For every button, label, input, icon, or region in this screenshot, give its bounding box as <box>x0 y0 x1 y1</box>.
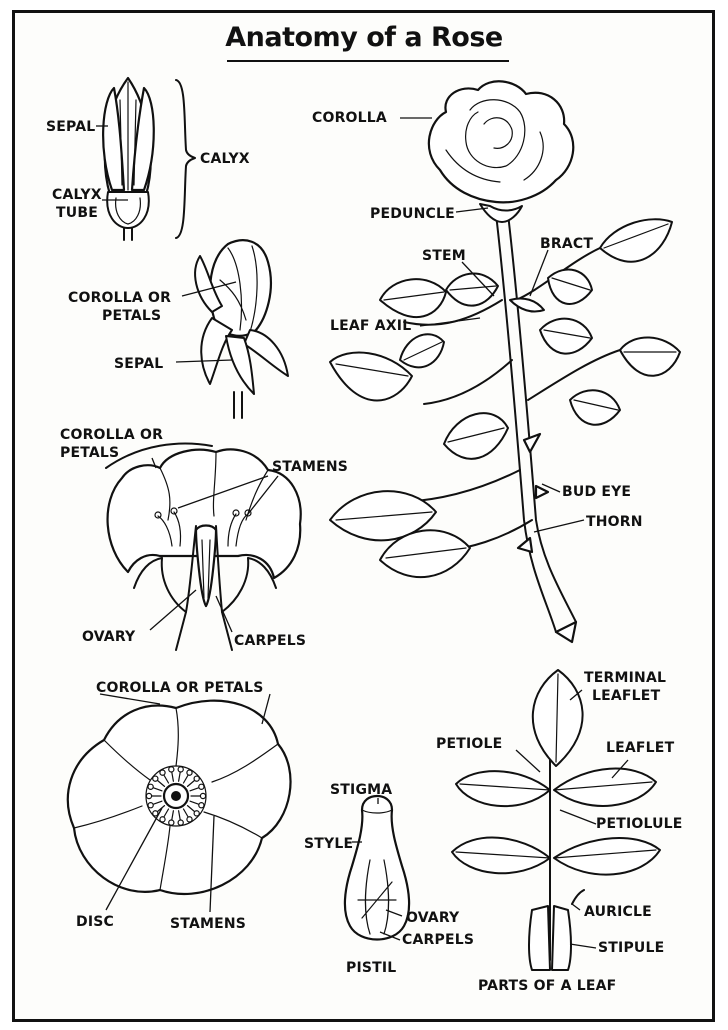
stamen-anther <box>200 793 205 798</box>
label-top-stamens: STAMENS <box>170 916 246 932</box>
label-leaf-axil: LEAF AXIL <box>330 318 411 334</box>
label-disc: DISC <box>76 914 114 930</box>
label-pistil-ovary: OVARY <box>406 910 460 926</box>
top-view-flower-drawing <box>68 701 291 894</box>
pistil-drawing <box>345 796 409 940</box>
label-terminal-1: TERMINAL <box>584 670 666 686</box>
label-calyx-tube-1: CALYX <box>52 187 102 203</box>
stamen-anther <box>178 767 183 772</box>
label-calyx-tube-2: TUBE <box>56 205 98 221</box>
label-style: STYLE <box>304 836 353 852</box>
label-auricle: AURICLE <box>584 904 652 920</box>
stamen-anther <box>160 770 165 775</box>
label-calyx: CALYX <box>200 151 250 167</box>
label-section-ovary: OVARY <box>82 629 136 645</box>
label-bud-corolla-2: PETALS <box>102 308 161 324</box>
label-pistil: PISTIL <box>346 960 396 976</box>
label-stem: STEM <box>422 248 466 264</box>
label-bud-eye: BUD EYE <box>562 484 631 500</box>
stamen-anther <box>178 820 183 825</box>
label-petiole: PETIOLE <box>436 736 502 752</box>
label-leaflet: LEAFLET <box>606 740 675 756</box>
stamen-anther <box>187 770 192 775</box>
stamen-anther <box>169 820 174 825</box>
stamen-anther <box>199 784 204 789</box>
stamen-anther <box>187 817 192 822</box>
label-petiolule: PETIOLULE <box>596 816 683 832</box>
stamen-anther <box>199 803 204 808</box>
rose-stem-drawing <box>330 81 680 642</box>
stamen-anther <box>148 803 153 808</box>
label-terminal-2: LEAFLET <box>592 688 661 704</box>
label-thorn: THORN <box>586 514 643 530</box>
label-parts-of-leaf: PARTS OF A LEAF <box>478 978 616 994</box>
label-pistil-carpels: CARPELS <box>402 932 474 948</box>
stamen-anther <box>160 817 165 822</box>
label-section-corolla-2: PETALS <box>60 445 119 461</box>
label-sepal: SEPAL <box>46 119 95 135</box>
calyx-drawing <box>103 78 195 240</box>
label-bract: BRACT <box>540 236 593 252</box>
label-stipule: STIPULE <box>598 940 664 956</box>
stamen-anther <box>194 811 199 816</box>
stamen-anther <box>146 793 151 798</box>
stamen-anther <box>153 776 158 781</box>
label-section-carpels: CARPELS <box>234 633 306 649</box>
label-bud-corolla-1: COROLLA OR <box>68 290 171 306</box>
stamen-anther <box>148 784 153 789</box>
label-rose-corolla: COROLLA <box>312 110 387 126</box>
label-peduncle: PEDUNCLE <box>370 206 455 222</box>
stamen-anther <box>153 811 158 816</box>
stamen-anther <box>169 767 174 772</box>
label-top-corolla: COROLLA OR PETALS <box>96 680 264 696</box>
label-section-corolla-1: COROLLA OR <box>60 427 163 443</box>
label-bud-sepal: SEPAL <box>114 356 163 372</box>
label-stigma: STIGMA <box>330 782 392 798</box>
label-section-stamens: STAMENS <box>272 459 348 475</box>
stamen-anther <box>194 776 199 781</box>
bud-drawing <box>195 240 288 418</box>
